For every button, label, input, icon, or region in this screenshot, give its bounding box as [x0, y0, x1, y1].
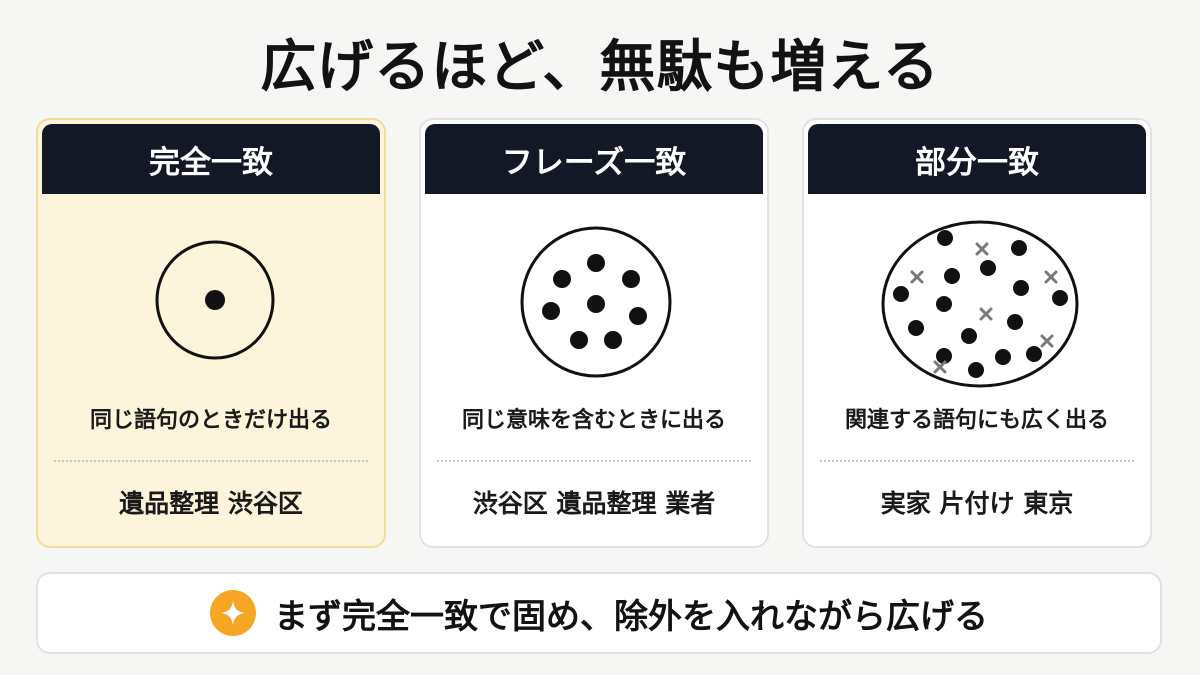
card-description: 関連する語句にも広く出る: [844, 408, 1109, 433]
match-dot: [553, 270, 571, 288]
x-mark-icon: [933, 360, 947, 374]
card-example: 実家 片付け 東京: [880, 489, 1074, 518]
match-dot: [542, 302, 560, 320]
match-dot: [1052, 290, 1068, 306]
dotted-divider: [820, 460, 1134, 462]
match-dot: [629, 307, 647, 325]
match-dot: [1007, 314, 1023, 330]
match-dot: [995, 349, 1011, 365]
match-dot: [937, 230, 953, 246]
match-dot: [570, 331, 588, 349]
match-dot: [961, 328, 977, 344]
card-broad-match: 部分一致 関連する語句にも広く出る: [802, 118, 1152, 548]
match-dot: [205, 290, 225, 310]
match-dot: [1013, 280, 1029, 296]
card-heading: 完全一致: [42, 124, 380, 194]
match-range-circle: [520, 226, 672, 378]
match-dot: [968, 362, 984, 378]
x-mark-icon: [910, 270, 924, 284]
match-range-circle: [155, 240, 275, 360]
broad-match-illustration: [881, 220, 1079, 388]
card-description: 同じ意味を含むときに出る: [461, 408, 726, 433]
tip-banner: まず完全一致で固め、除外を入れながら広げる: [36, 572, 1162, 654]
match-dot: [604, 331, 622, 349]
x-mark-icon: [979, 307, 993, 321]
match-dot: [980, 260, 996, 276]
match-dot: [936, 348, 952, 364]
card-phrase-match: フレーズ一致 同じ意味を含むときに出る 渋谷区 遺品整理 業者: [419, 118, 769, 548]
dotted-divider: [54, 460, 368, 462]
card-exact-match: 完全一致 同じ語句のときだけ出る 遺品整理 渋谷区: [36, 118, 386, 548]
match-dot: [587, 254, 605, 272]
match-dot: [944, 268, 960, 284]
match-range-circle: [881, 220, 1079, 388]
match-dot: [1026, 346, 1042, 362]
match-dot: [1011, 240, 1027, 256]
x-mark-icon: [1044, 270, 1058, 284]
match-dot: [908, 320, 924, 336]
match-dot: [587, 295, 605, 313]
x-mark-icon: [975, 242, 989, 256]
card-heading: 部分一致: [808, 124, 1146, 194]
card-example: 遺品整理 渋谷区: [119, 489, 303, 518]
card-example: 渋谷区 遺品整理 業者: [472, 489, 716, 518]
match-dot: [936, 296, 952, 312]
card-description: 同じ語句のときだけ出る: [89, 408, 332, 433]
x-mark-icon: [1040, 334, 1054, 348]
tip-text: まず完全一致で固め、除外を入れながら広げる: [274, 596, 988, 637]
page-title: 広げるほど、無駄も増える: [260, 35, 940, 100]
phrase-match-illustration: [520, 226, 672, 378]
dotted-divider: [437, 460, 751, 462]
card-heading: フレーズ一致: [425, 124, 763, 194]
match-dot: [622, 270, 640, 288]
match-dot: [893, 286, 909, 302]
exact-match-illustration: [155, 240, 275, 360]
sparkle-icon: [210, 590, 256, 636]
